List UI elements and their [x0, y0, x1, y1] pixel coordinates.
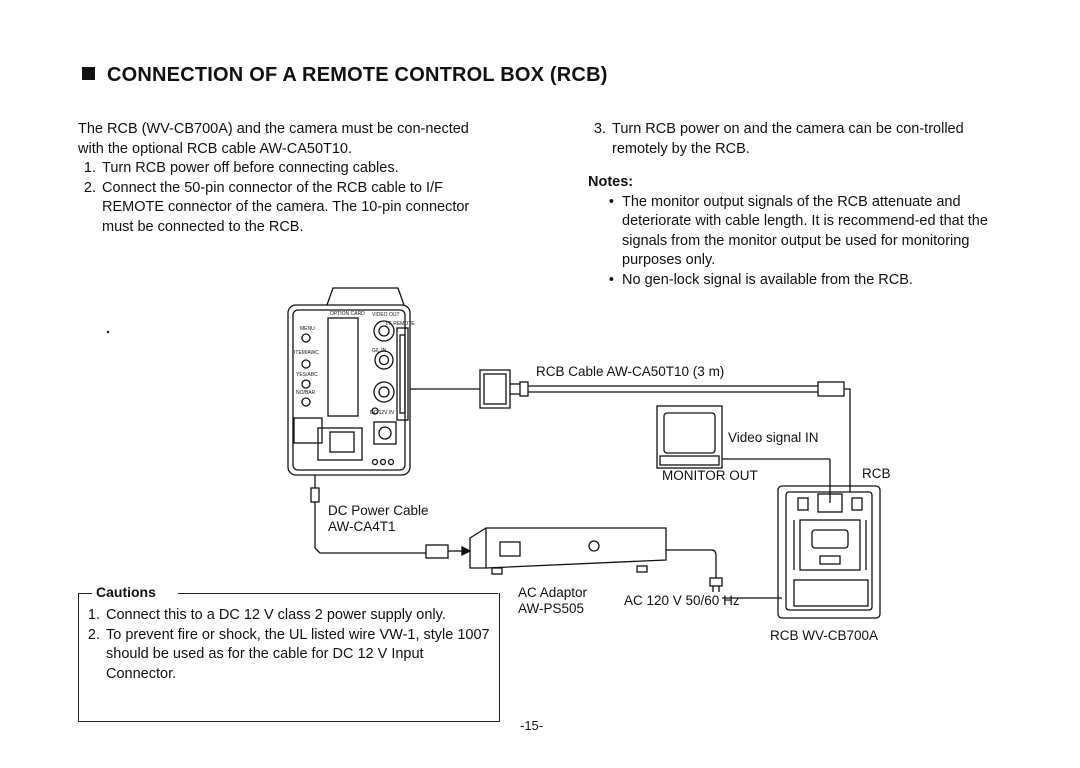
cautions-border-top-right: [178, 593, 498, 594]
note-item: • The monitor output signals of the RCB …: [588, 193, 1008, 271]
stray-dot: [106, 330, 110, 334]
rcb-label: RCB: [862, 466, 891, 481]
caution-text: Connect this to a DC 12 V class 2 power …: [106, 607, 446, 623]
video-signal-label: Video signal IN: [728, 430, 819, 445]
caution-text: To prevent fire or shock, the UL listed …: [106, 626, 490, 682]
page-number: -15-: [520, 718, 544, 733]
intro-paragraph: The RCB (WV-CB700A) and the camera must …: [78, 121, 469, 157]
cautions-list: 1. Connect this to a DC 12 V class 2 pow…: [82, 606, 494, 684]
cautions-border-top-left: [78, 593, 92, 594]
step-item: 1. Turn RCB power off before connecting …: [78, 159, 498, 179]
dc-cable-label: DC Power Cable: [328, 503, 429, 518]
if-remote-label: I/F REMOTE: [386, 321, 415, 327]
note-text: No gen-lock signal is available from the…: [622, 271, 913, 288]
caution-number: 1.: [87, 607, 100, 623]
note-text: The monitor output signals of the RCB at…: [622, 193, 988, 269]
caution-number: 2.: [87, 626, 100, 643]
cautions-heading: Cautions: [96, 584, 156, 600]
caution-item: 2. To prevent fire or shock, the UL list…: [82, 626, 494, 685]
step-number: 1.: [83, 160, 96, 176]
step-number: 3.: [593, 121, 606, 137]
video-out-label: VIDEO OUT: [372, 312, 400, 318]
dc-in-label: DC 12V IN: [370, 410, 394, 416]
monitor-out-label: MONITOR OUT: [662, 468, 758, 483]
step-number: 2.: [83, 179, 96, 196]
right-column: 3. Turn RCB power on and the camera can …: [588, 120, 1008, 290]
bullet-square-icon: [82, 67, 95, 80]
page-title-text: CONNECTION OF A REMOTE CONTROL BOX (RCB): [107, 64, 608, 86]
dc-cable-model: AW-CA4T1: [328, 519, 396, 534]
cautions-box: [78, 593, 500, 722]
gl-in-label: G/L IN: [372, 348, 387, 354]
rcb-cable-label: RCB Cable AW-CA50T10 (3 m): [536, 364, 725, 379]
bullet-icon: •: [608, 193, 614, 210]
camera-illustration: [287, 287, 411, 476]
caution-item: 1. Connect this to a DC 12 V class 2 pow…: [82, 606, 494, 626]
notes-heading: Notes:: [588, 174, 634, 190]
bullet-icon: •: [608, 271, 614, 288]
ac-power-label: AC 120 V 50/60 Hz: [624, 593, 740, 608]
yes-abc-label: YES/ABC: [296, 372, 318, 378]
rcb-model-label: RCB WV-CB700A: [770, 628, 879, 643]
page-title: CONNECTION OF A REMOTE CONTROL BOX (RCB): [82, 64, 608, 87]
step-item: 2. Connect the 50-pin connector of the R…: [78, 179, 498, 238]
step-item: 3. Turn RCB power on and the camera can …: [588, 120, 1008, 159]
rcb-illustration: [777, 485, 881, 619]
no-bar-label: NO/BAR: [296, 390, 316, 396]
ac-adaptor-label: AC Adaptor: [518, 585, 588, 600]
monitor-illustration: [656, 405, 831, 503]
left-column: The RCB (WV-CB700A) and the camera must …: [78, 120, 498, 237]
item-awc-label: ITEM/AWC: [294, 350, 319, 356]
ac-adaptor-illustration: [469, 527, 667, 575]
ac-adaptor-model: AW-PS505: [518, 601, 585, 616]
note-item: • No gen-lock signal is available from t…: [588, 271, 1008, 291]
step-text: Turn RCB power off before connecting cab…: [102, 160, 399, 176]
menu-label: MENU: [300, 326, 315, 332]
step-text: Connect the 50-pin connector of the RCB …: [102, 179, 470, 235]
option-card-label: OPTION CARD: [330, 311, 365, 317]
step-text: Turn RCB power on and the camera can be …: [612, 121, 964, 157]
